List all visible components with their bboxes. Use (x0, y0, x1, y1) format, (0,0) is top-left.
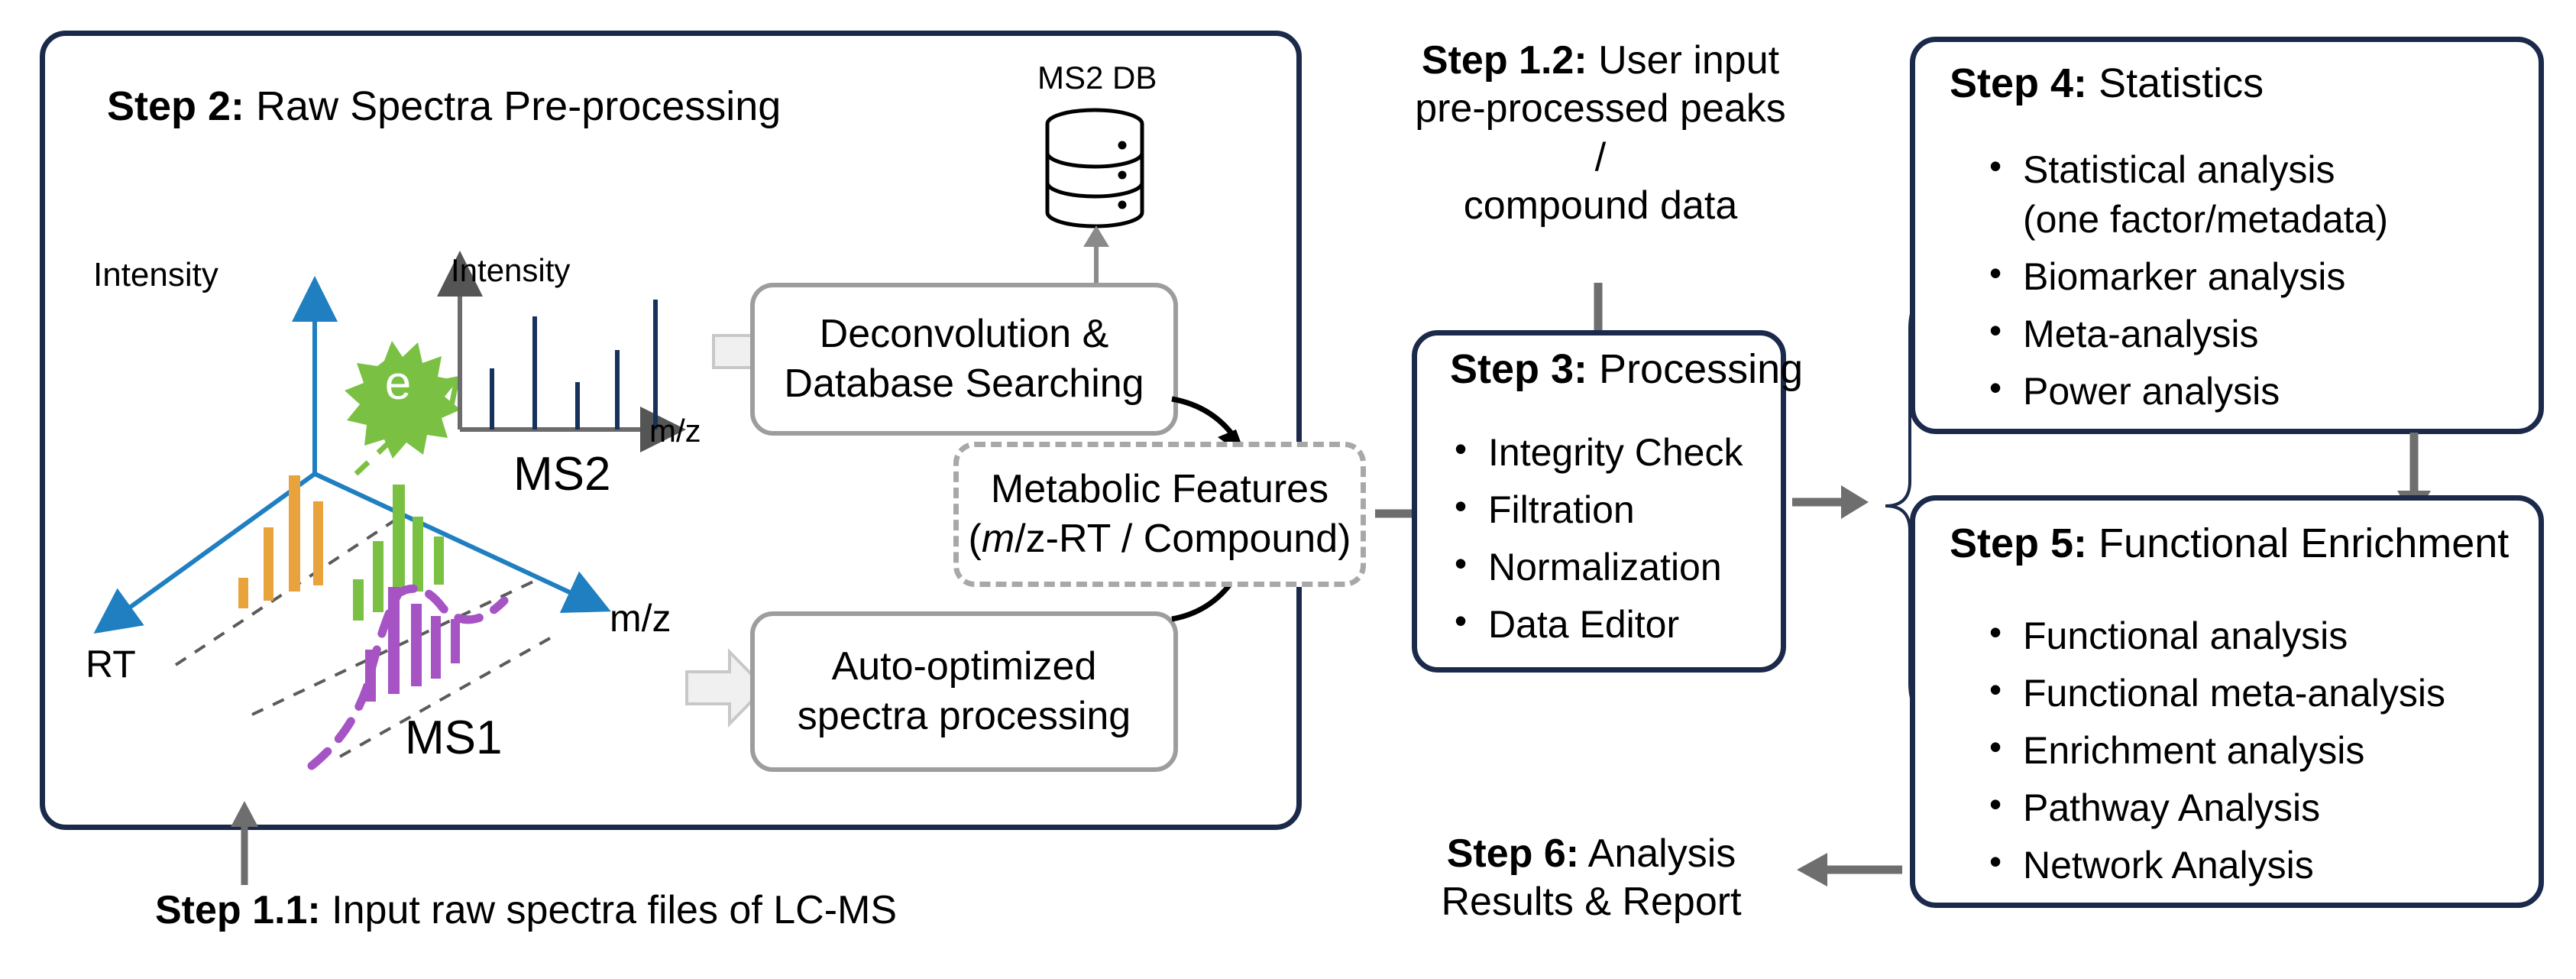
deconvolution-line1: Deconvolution & (819, 312, 1109, 356)
step3-title: Step 3: Processing (1450, 345, 1803, 393)
list-item[interactable]: Meta-analysis (1983, 308, 2533, 359)
step11-caption: Step 1.1: Input raw spectra files of LC-… (155, 887, 897, 935)
ms2db-label: MS2 DB (1037, 60, 1157, 96)
step6-rest: Analysis (1579, 832, 1736, 876)
step2-title-bold: Step 2: (107, 83, 245, 129)
autooptimized-line2: spectra processing (797, 694, 1131, 738)
list-item[interactable]: Statistical analysis (one factor/metadat… (1983, 144, 2533, 245)
step2-title-rest: Raw Spectra Pre-processing (244, 83, 782, 129)
list-item[interactable]: Functional analysis (1983, 610, 2533, 661)
step5-title: Step 5: Functional Enrichment (1950, 520, 2509, 567)
step3-title-bold: Step 3: (1450, 346, 1588, 392)
ms1-label: MS1 (405, 712, 503, 764)
metabolic-features-line2: (m/z-RT / Compound) (969, 514, 1351, 564)
metabolic-features-box[interactable]: Metabolic Features (m/z-RT / Compound) (953, 442, 1366, 587)
database-cylinder-icon (1045, 108, 1144, 229)
step6-caption: Step 6: Analysis Results & Report (1419, 830, 1763, 927)
deconvolution-text: Deconvolution & Database Searching (784, 310, 1144, 409)
step12-caption: Step 1.2: User input pre-processed peaks… (1406, 37, 1795, 231)
list-item[interactable]: Biomarker analysis (1983, 251, 2533, 302)
step6-line1: Step 6: Analysis (1419, 830, 1763, 878)
step4-list: Statistical analysis (one factor/metadat… (1983, 144, 2533, 424)
step6-bold: Step 6: (1446, 832, 1580, 876)
ms2-mz-label: m/z (649, 413, 701, 449)
autooptimized-line1: Auto-optimized (831, 644, 1097, 689)
green-peak-group (353, 485, 444, 621)
step12-line1: Step 1.2: User input (1406, 37, 1795, 85)
mf-italic-m: m (981, 517, 1015, 561)
deconvolution-box[interactable]: Deconvolution & Database Searching (750, 283, 1178, 436)
list-item[interactable]: Functional meta-analysis (1983, 667, 2533, 718)
autooptimized-text: Auto-optimized spectra processing (798, 642, 1131, 741)
spectra3d-mz-label: m/z (610, 597, 672, 640)
arrow-step11-to-step2 (231, 801, 258, 885)
mf-rest: /z-RT / Compound) (1015, 517, 1351, 561)
step6-line2: Results & Report (1441, 880, 1742, 925)
list-item[interactable]: Network Analysis (1983, 839, 2533, 890)
step3-title-rest: Processing (1587, 346, 1804, 392)
spectra3d-intensity-label: Intensity (93, 256, 218, 293)
list-item[interactable]: Normalization (1448, 541, 1777, 592)
step12-bold: Step 1.2: (1421, 38, 1587, 83)
spectra3d-rt-label: RT (86, 643, 136, 686)
ms2-intensity-label: Intensity (451, 252, 571, 288)
list-item[interactable]: Enrichment analysis (1983, 725, 2533, 776)
step12-line3: compound data (1463, 183, 1738, 229)
step4-title-rest: Statistics (2087, 60, 2264, 106)
arrow-step3-to-bracket (1792, 485, 1869, 519)
ms2-label: MS2 (513, 448, 611, 501)
orange-peak-group (238, 475, 323, 608)
step2-title: Step 2: Raw Spectra Pre-processing (107, 83, 781, 130)
list-item[interactable]: Data Editor (1448, 598, 1777, 650)
spectra-3d-illustration: e (93, 276, 611, 770)
step5-list: Functional analysis Functional meta-anal… (1983, 610, 2533, 898)
step11-bold: Step 1.1: (155, 888, 321, 932)
ms2-spectrum-plot (437, 251, 686, 452)
electron-badge-icon: e (345, 341, 461, 459)
metabolic-features-line1: Metabolic Features (990, 467, 1329, 511)
list-item[interactable]: Integrity Check (1448, 426, 1777, 478)
step4-title: Step 4: Statistics (1950, 60, 2264, 107)
block-arrow-to-autooptimized-icon (685, 648, 767, 728)
step12-rest: User input (1587, 38, 1780, 83)
mf-paren-open: ( (968, 517, 982, 561)
deconvolution-line2: Database Searching (784, 361, 1144, 406)
list-item[interactable]: Filtration (1448, 484, 1777, 535)
step5-title-bold: Step 5: (1950, 520, 2088, 566)
step5-title-rest: Functional Enrichment (2087, 520, 2510, 566)
step11-rest: Input raw spectra files of LC-MS (320, 888, 898, 932)
step3-list: Integrity Check Filtration Normalization… (1448, 426, 1777, 657)
list-item[interactable]: Pathway Analysis (1983, 782, 2533, 833)
svg-text:e: e (385, 357, 411, 410)
step4-title-bold: Step 4: (1950, 60, 2088, 106)
list-item[interactable]: Power analysis (1983, 365, 2533, 417)
autooptimized-box[interactable]: Auto-optimized spectra processing (750, 611, 1178, 772)
arrow-step5-to-step6 (1797, 853, 1902, 887)
step12-line2: pre-processed peaks / (1415, 86, 1786, 180)
